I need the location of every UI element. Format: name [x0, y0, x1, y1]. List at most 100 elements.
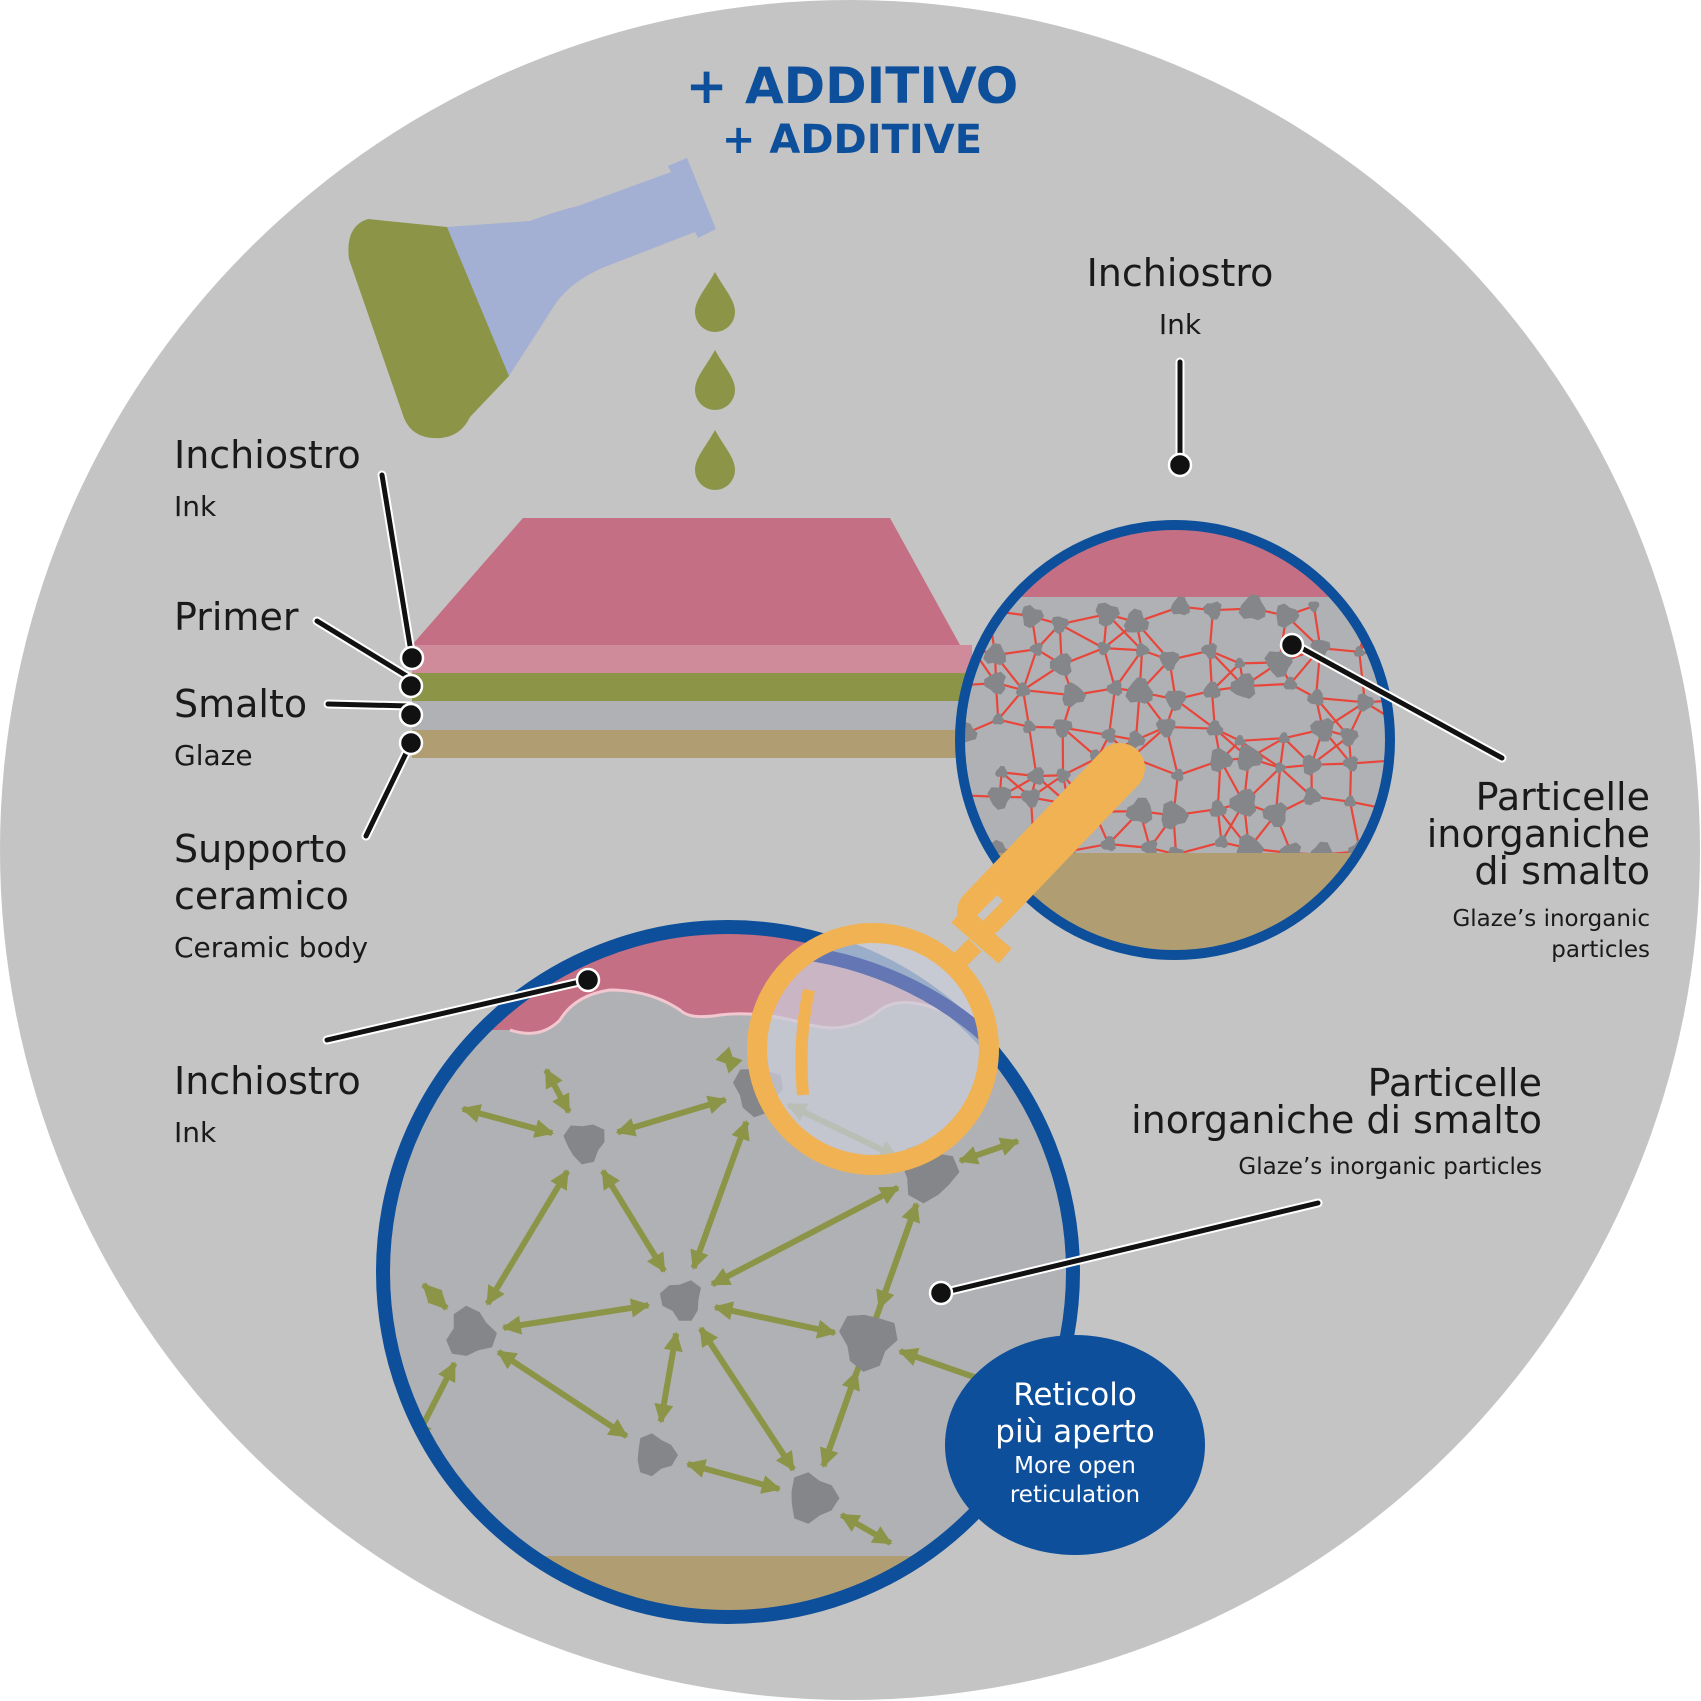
- interaction-arrow: [715, 1046, 743, 1074]
- glaze-particle: [1051, 616, 1069, 634]
- glaze-particle: [1310, 717, 1335, 742]
- primer-layer: [412, 645, 972, 673]
- glaze-particle: [987, 786, 1012, 810]
- callout-dot: [1279, 632, 1305, 658]
- interaction-arrow: [460, 1104, 555, 1138]
- callout-dot: [399, 645, 425, 671]
- glaze-particle: [1214, 835, 1228, 849]
- glaze-particle: [984, 671, 1006, 695]
- lower-ink-callout: [322, 967, 601, 1045]
- glaze-particle: [1155, 718, 1176, 738]
- interaction-arrow: [543, 1068, 572, 1114]
- glaze-particle: [1171, 768, 1184, 782]
- title-italian: + ADDITIVO: [686, 57, 1019, 115]
- upper-particles-label-en-1: Glaze’s inorganic: [1452, 906, 1650, 932]
- interaction-arrow: [958, 1137, 1020, 1165]
- interaction-arrow: [600, 1169, 667, 1273]
- interaction-arrow: [685, 1459, 782, 1494]
- glaze-particle: [791, 1472, 840, 1524]
- upper-particles-label-it-1: Particelle: [1476, 775, 1650, 819]
- glaze-particle: [1027, 767, 1045, 785]
- glaze-particle: [1022, 719, 1037, 734]
- glaze-particle: [1020, 788, 1040, 808]
- glaze-particle: [1238, 594, 1266, 621]
- glaze-particle: [1229, 788, 1257, 817]
- glaze-particle: [1029, 642, 1043, 656]
- callout-dot: [398, 673, 424, 699]
- glaze-particle: [983, 643, 1006, 666]
- glaze-particle: [1357, 693, 1375, 712]
- ceramic-label-en: Ceramic body: [174, 931, 368, 964]
- glaze-particle: [1303, 786, 1322, 806]
- upper-ink-label-it: Inchiostro: [1087, 251, 1274, 295]
- glaze-particle: [1021, 604, 1045, 629]
- glaze-particle: [1053, 719, 1073, 739]
- network-bond: [1059, 623, 1105, 650]
- badge-en-1: More open: [1014, 1453, 1136, 1479]
- glaze-particle: [637, 1433, 678, 1477]
- interaction-arrow: [615, 1095, 728, 1137]
- glaze-particle: [1049, 653, 1072, 677]
- glaze-particle: [1342, 756, 1359, 772]
- interaction-arrow: [484, 1169, 571, 1306]
- interaction-arrow: [839, 1512, 893, 1546]
- flask-icon: [348, 158, 716, 439]
- glaze-particle: [1106, 680, 1123, 696]
- badge-it-2: più aperto: [995, 1414, 1154, 1450]
- glaze-particle: [1264, 650, 1293, 678]
- drop-icon: [695, 430, 735, 490]
- callout-dot: [928, 1280, 954, 1306]
- glaze-particle: [1141, 839, 1158, 857]
- interaction-arrow: [421, 1282, 449, 1311]
- layer-stack: [412, 518, 972, 758]
- glaze-particle: [1164, 690, 1186, 712]
- glaze-particle: [1210, 747, 1234, 773]
- glaze-particle: [1203, 601, 1222, 620]
- glaze-particle: [563, 1124, 605, 1165]
- glaze-particle: [1209, 799, 1228, 817]
- interaction-arrow: [698, 1326, 796, 1472]
- ink-layer: [412, 518, 960, 645]
- glaze-particle: [1158, 651, 1180, 671]
- glaze-particle: [659, 1280, 701, 1321]
- network-bond: [1279, 738, 1286, 768]
- upper-ink-callout: [1167, 357, 1193, 478]
- network-bond: [1350, 758, 1390, 765]
- glaze-particle: [995, 765, 1008, 778]
- glaze-particle: [1125, 797, 1153, 824]
- magnifier-icon: [747, 743, 1145, 1175]
- interaction-arrow: [496, 1349, 629, 1439]
- badge-en-2: reticulation: [1010, 1482, 1140, 1508]
- interaction-arrow: [654, 1331, 683, 1424]
- callout-dot: [398, 702, 424, 728]
- glaze-particle: [1230, 673, 1256, 699]
- lower-ink-label-en: Ink: [174, 1116, 217, 1149]
- glaze-particle: [1015, 682, 1031, 697]
- lower-particles-callout: [928, 1198, 1323, 1306]
- callout-dot: [398, 730, 424, 756]
- drop-icon: [695, 272, 735, 332]
- glaze-particle: [1234, 734, 1246, 746]
- glaze-particle: [1201, 642, 1218, 659]
- glaze-particle: [1127, 730, 1146, 749]
- ceramic-label-it-2: ceramico: [174, 874, 349, 918]
- title-english: + ADDITIVE: [722, 117, 982, 163]
- glaze-particle: [1302, 754, 1323, 776]
- glaze-particle: [1237, 744, 1264, 772]
- glaze-particle: [1095, 602, 1120, 628]
- glaze-particle: [839, 1314, 898, 1372]
- glaze-label-en: Glaze: [174, 739, 253, 772]
- glaze-label-it: Smalto: [174, 682, 307, 726]
- glaze-particle: [1101, 727, 1116, 743]
- glaze-particle: [1283, 676, 1298, 690]
- glaze-particle: [1097, 641, 1111, 656]
- lower-particles-label-it-2: inorganiche di smalto: [1131, 1098, 1542, 1142]
- network-bond: [1174, 698, 1216, 730]
- glaze-particle: [1275, 762, 1287, 774]
- drop-icon: [695, 350, 735, 410]
- glaze-particle: [1276, 603, 1300, 629]
- glaze-particle: [1339, 728, 1359, 747]
- ink-label-it: Inchiostro: [174, 433, 361, 477]
- glaze-particle: [1170, 596, 1191, 616]
